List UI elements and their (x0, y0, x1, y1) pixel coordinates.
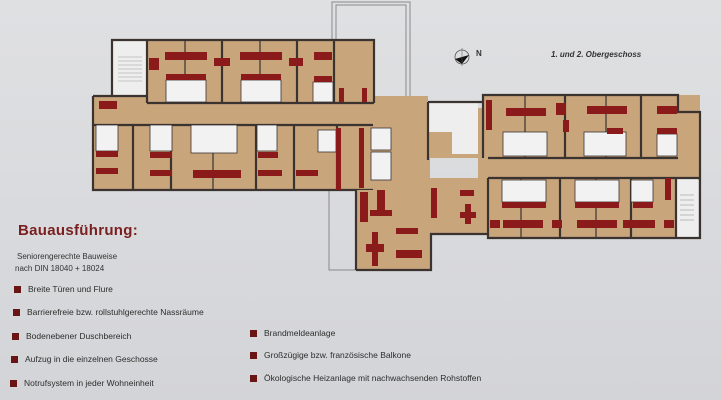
legend-item-label: Ökologische Heizanlage mit nachwachsende… (264, 373, 482, 383)
legend-item-label: Großzügige bzw. französische Balkone (264, 350, 411, 360)
legend-item: Ökologische Heizanlage mit nachwachsende… (250, 373, 481, 383)
left-wing (91, 38, 430, 192)
legend-item: Bodenebener Duschbereich (12, 331, 131, 341)
legend-item: Aufzug in die einzelnen Geschosse (11, 354, 158, 364)
legend-item-label: Aufzug in die einzelnen Geschosse (25, 354, 158, 364)
legend-title: Bauausführung: (18, 222, 139, 239)
legend-item: Brandmeldeanlage (250, 328, 335, 338)
legend-subtitle-line2: nach DIN 18040 + 18024 (15, 264, 105, 273)
bullet-square-icon (11, 355, 18, 363)
right-wing (478, 93, 702, 240)
legend-subtitle-line1: Seniorengerechte Bauweise (17, 252, 118, 261)
legend-item-label: Brandmeldeanlage (264, 328, 336, 338)
bullet-square-icon (250, 351, 257, 359)
legend-subtitle: Seniorengerechte Bauweise nach DIN 18040… (15, 251, 117, 275)
bullet-square-icon (14, 285, 21, 293)
floor-label: 1. und 2. Obergeschoss (551, 50, 642, 59)
bullet-square-icon (13, 308, 20, 316)
legend-item: Notrufsystem in jeder Wohneinheit (10, 378, 154, 388)
legend-item: Breite Türen und Flure (14, 284, 113, 294)
north-arrow-icon (454, 48, 470, 66)
bullet-square-icon (10, 379, 17, 387)
legend-item: Großzügige bzw. französische Balkone (250, 350, 411, 360)
legend-item-label: Bodenebener Duschbereich (26, 331, 132, 341)
bullet-square-icon (250, 374, 257, 382)
north-label: N (476, 49, 482, 58)
legend-item-label: Barrierefreie bzw. rollstuhlgerechte Nas… (27, 307, 204, 317)
bullet-square-icon (250, 329, 257, 337)
legend-item-label: Breite Türen und Flure (28, 284, 113, 294)
center-section (354, 100, 488, 272)
legend-item-label: Notrufsystem in jeder Wohneinheit (24, 378, 154, 388)
bullet-square-icon (12, 332, 19, 340)
legend-item: Barrierefreie bzw. rollstuhlgerechte Nas… (13, 307, 204, 317)
